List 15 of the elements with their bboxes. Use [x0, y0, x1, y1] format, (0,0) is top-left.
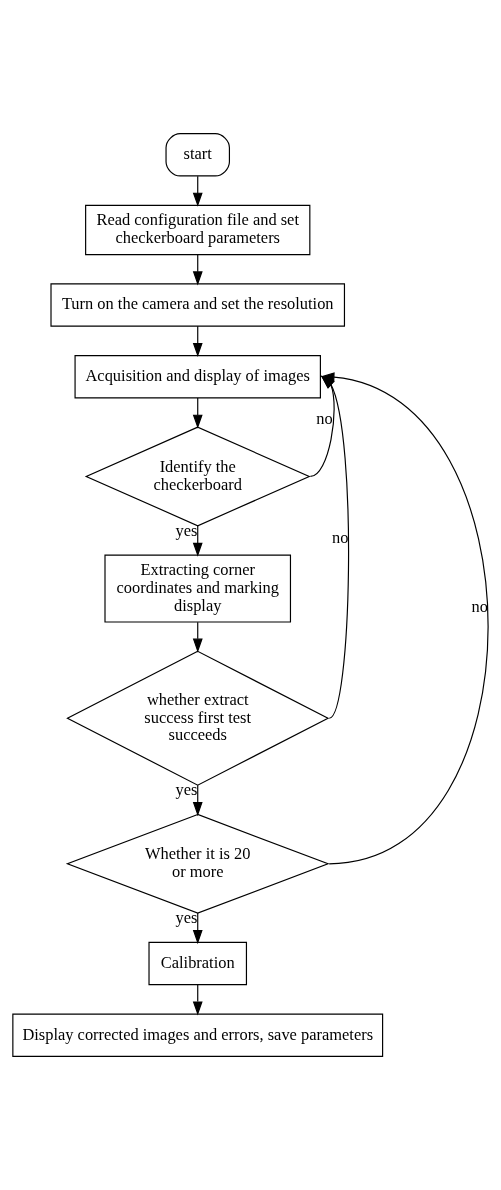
node-diamond: Whether it is 20 or more — [65, 813, 330, 914]
node-diamond: Identify the checkerboard — [84, 426, 311, 527]
arrow — [309, 375, 335, 478]
arrow — [320, 375, 350, 719]
arrow — [320, 372, 489, 865]
node-box: start — [165, 133, 230, 177]
node-box: Calibration — [148, 941, 248, 986]
node-box: Turn on the camera and set the resolution — [50, 283, 346, 327]
node-box: Read configuration file and set checkerboard parameters — [85, 204, 311, 256]
edge-label: no — [332, 528, 349, 548]
node-box: Display corrected images and errors, save parameters — [12, 1013, 384, 1057]
node-diamond: whether extract success first test succeeds — [66, 650, 330, 786]
edge-label: no — [316, 409, 333, 429]
node-box: Extracting corner coordinates and marking display — [104, 554, 292, 623]
node-box: Acquisition and display of images — [74, 354, 321, 399]
